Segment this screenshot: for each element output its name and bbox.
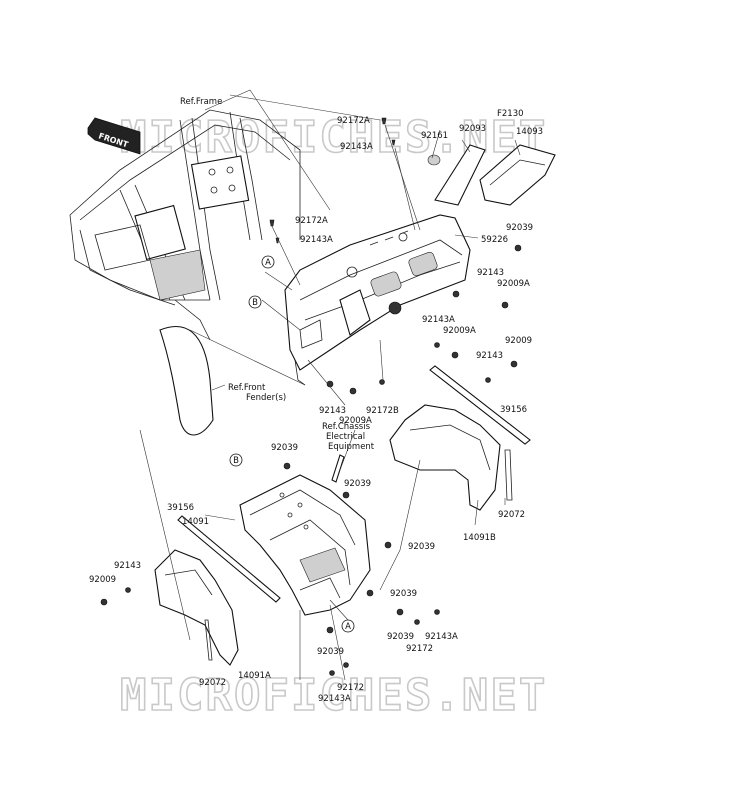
label-ref-front-fender-2: Fender(s) — [246, 393, 286, 403]
label-92143-r2: 92143 — [476, 351, 503, 361]
label-92143-l: 92143 — [114, 561, 141, 571]
fasteners — [100, 117, 522, 676]
label-92072-l: 92072 — [199, 678, 226, 688]
label-92143-c: 92143 — [319, 406, 346, 416]
label-92039-c3: 92039 — [408, 542, 435, 552]
frame-assembly — [69, 109, 301, 341]
label-ref-chassis-3: Equipment — [328, 442, 375, 452]
label-92143-r1: 92143 — [477, 268, 504, 278]
label-92009A-r1: 92009A — [497, 279, 530, 289]
watermark-top: MICROFICHES.NET — [120, 112, 547, 163]
dashboard-panel — [284, 214, 471, 386]
lid-14093 — [479, 144, 556, 206]
label-92161: 92161 — [421, 131, 448, 141]
label-92143A-b: 92143A — [425, 632, 458, 642]
label-92143A-r2: 92143A — [422, 315, 455, 325]
cover-92093 — [434, 144, 486, 206]
pad-92161 — [427, 154, 441, 166]
label-14091A: 14091A — [238, 671, 271, 681]
label-92009A-r2: 92009A — [443, 326, 476, 336]
label-14091: 14091 — [182, 517, 209, 527]
center-cover-14091 — [239, 474, 371, 616]
label-f2130: F2130 — [497, 109, 524, 119]
label-92009A-c: 92009A — [339, 416, 372, 426]
label-ref-front-fender-1: Ref.Front — [228, 383, 266, 393]
wire-clip — [331, 454, 345, 483]
label-92039-c5: 92039 — [387, 632, 414, 642]
label-92172A-mid: 92172A — [295, 216, 328, 226]
label-ref-chassis-2: Electrical — [326, 432, 365, 442]
label-92072-r: 92072 — [498, 510, 525, 520]
label-92143A-b2: 92143A — [318, 694, 351, 704]
label-92172-b2: 92172 — [337, 683, 364, 693]
label-ref-frame: Ref.Frame — [180, 97, 222, 107]
part-number-labels: F2130 92172A 92093 14093 92161 92143A 92… — [89, 109, 543, 704]
label-39156-r: 39156 — [500, 405, 527, 415]
label-92039-c6: 92039 — [317, 647, 344, 657]
label-14091B: 14091B — [463, 533, 496, 543]
label-92009-r: 92009 — [505, 336, 532, 346]
trim-39156-left — [177, 515, 281, 603]
side-cover-14091B — [389, 365, 531, 511]
label-92172B: 92172B — [366, 406, 399, 416]
label-59226: 59226 — [481, 235, 508, 245]
label-14093: 14093 — [516, 127, 543, 137]
svg-text:A: A — [265, 258, 271, 268]
label-ref-chassis-1: Ref.Chassis — [322, 422, 371, 432]
label-92172-b: 92172 — [406, 644, 433, 654]
svg-text:B: B — [233, 456, 239, 466]
label-92039-c4: 92039 — [390, 589, 417, 599]
label-92143A-mid: 92143A — [300, 235, 333, 245]
callout-a-top: A — [261, 255, 275, 269]
svg-text:B: B — [252, 298, 258, 308]
label-92009-l: 92009 — [89, 575, 116, 585]
ref-front-fender — [159, 326, 214, 436]
label-92172A-top: 92172A — [337, 116, 370, 126]
leader-lines — [139, 89, 521, 681]
svg-text:A: A — [345, 622, 351, 632]
watermark-bottom: MICROFICHES.NET — [120, 670, 547, 721]
callout-a-bottom: A — [341, 619, 355, 633]
callout-b-mid: B — [229, 453, 243, 467]
label-39156-l: 39156 — [167, 503, 194, 513]
label-92039-c2: 92039 — [344, 479, 371, 489]
side-cover-14091A — [154, 549, 239, 666]
label-92093: 92093 — [459, 124, 486, 134]
label-92039-c1: 92039 — [271, 443, 298, 453]
label-92039-r1: 92039 — [506, 223, 533, 233]
callout-b-top: B — [248, 295, 262, 309]
label-92143A-top: 92143A — [340, 142, 373, 152]
